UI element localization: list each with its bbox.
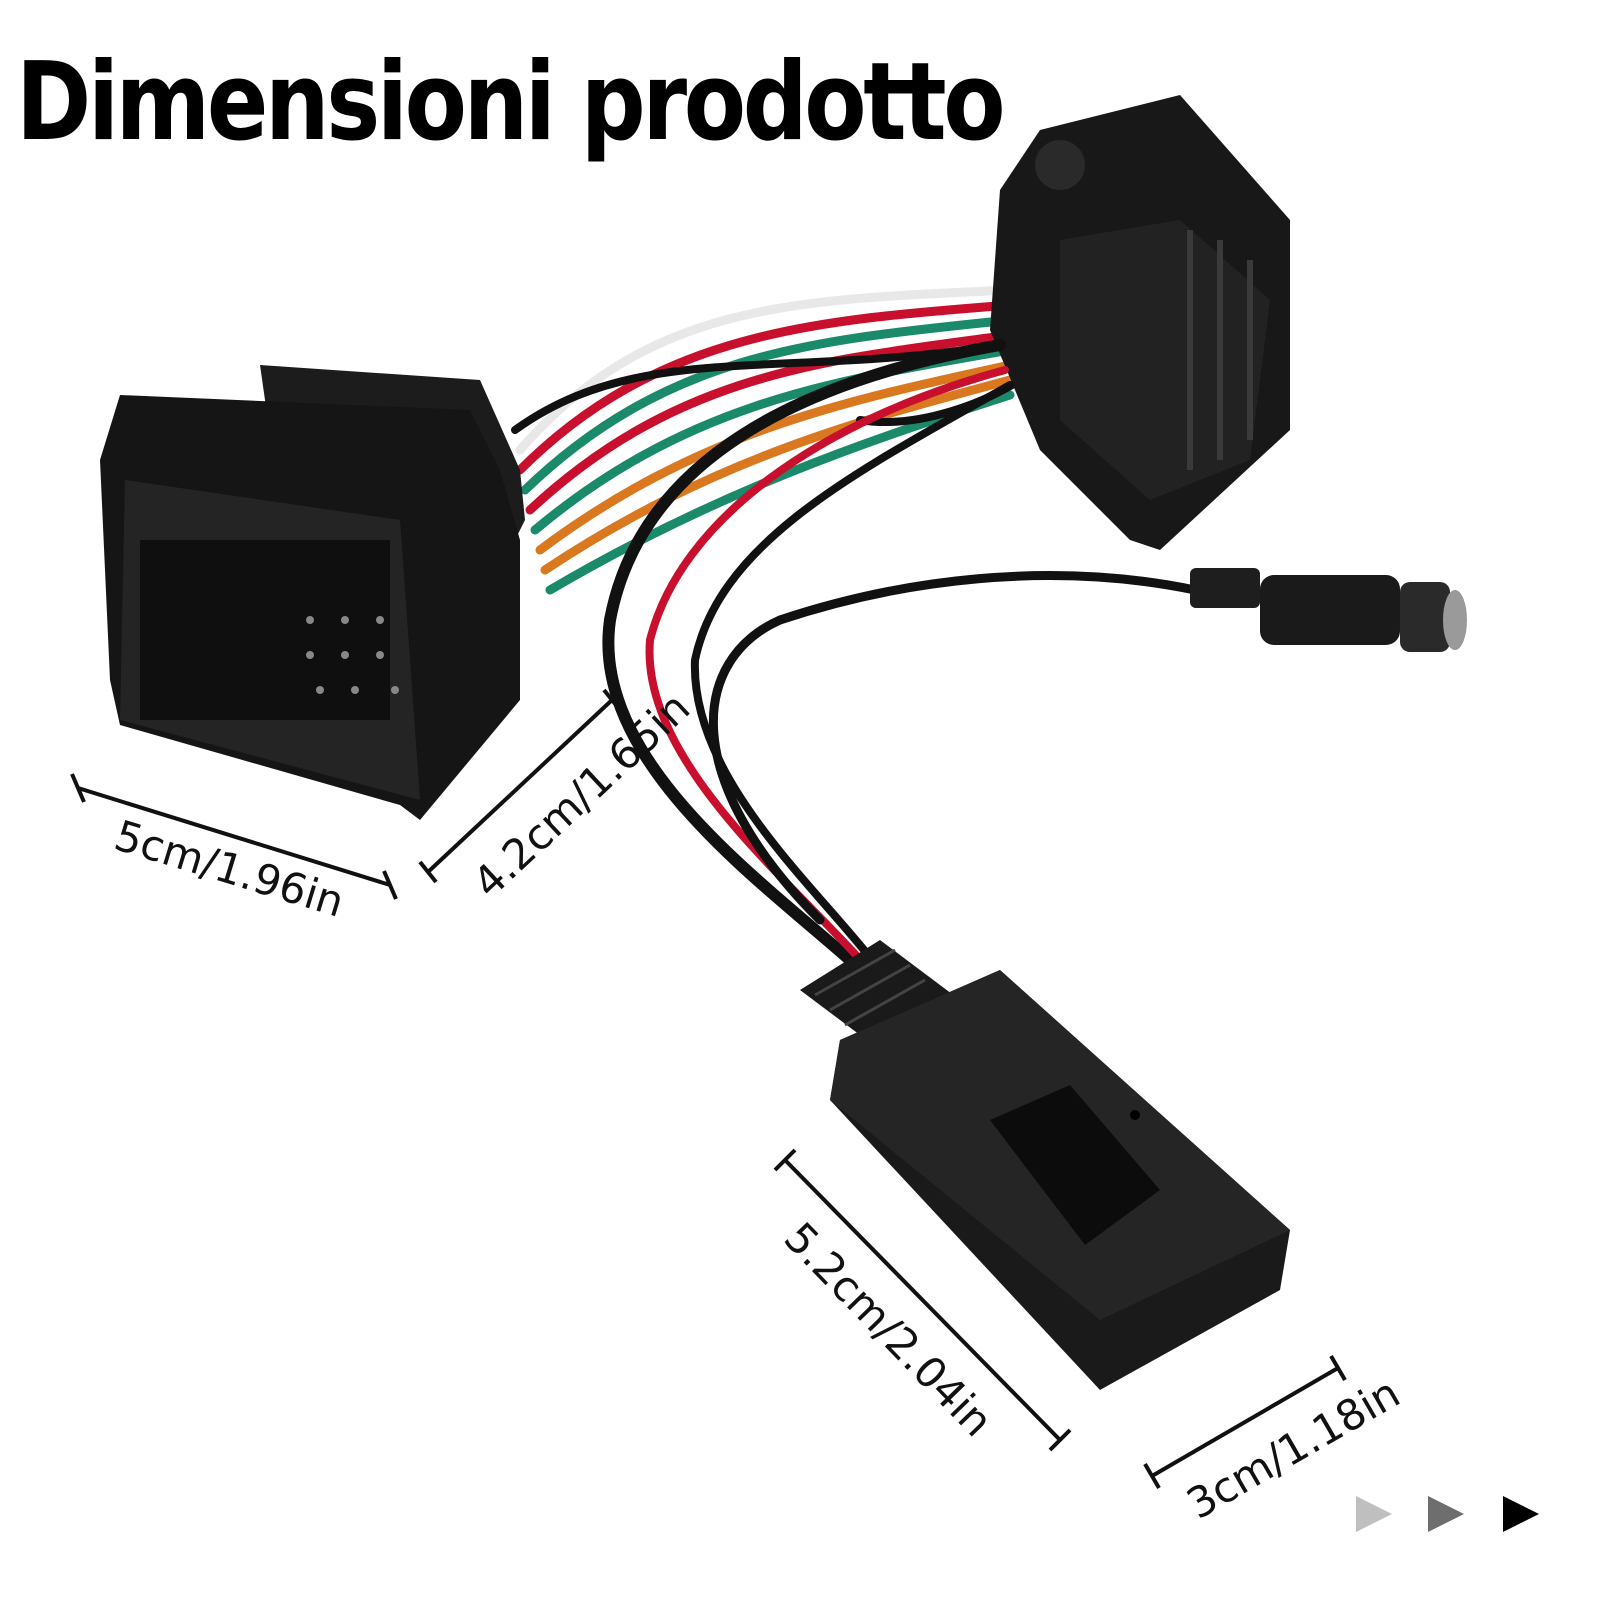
right-connector [990,95,1290,550]
wire-bundle [511,285,1024,595]
nav-arrow-1[interactable] [1356,1496,1392,1532]
bluetooth-module [830,970,1290,1390]
nav-arrow-3[interactable] [1503,1496,1539,1532]
plug-width-label: 5cm/1.96in [109,811,350,927]
nav-arrow-2[interactable] [1428,1496,1464,1532]
page-title: Dimensioni prodotto [16,40,1006,165]
dimension-lines [70,688,1347,1490]
aux-jack [1190,568,1467,652]
left-connector [100,365,525,820]
module-cables [602,339,1200,974]
